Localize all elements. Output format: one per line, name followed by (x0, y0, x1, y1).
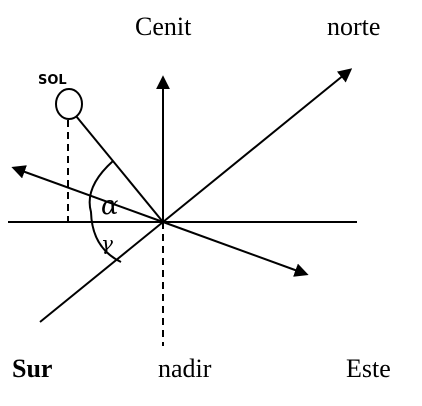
north-south-line (39, 221, 164, 323)
norte-label: norte (327, 12, 381, 41)
nadir-label: nadir (158, 354, 212, 383)
este-label: Este (346, 354, 391, 383)
east-arrow (162, 221, 309, 277)
cenit-label: Cenit (135, 12, 192, 41)
sol-label: SOL (38, 73, 67, 88)
sur-label: Sur (12, 354, 53, 383)
north-arrow (162, 68, 353, 223)
sun-circle (55, 88, 83, 120)
alpha-label: α (101, 191, 119, 221)
sun-ray (75, 115, 164, 223)
gamma-label: γ (101, 231, 113, 255)
angle-arc (88, 160, 122, 263)
west-arrow (11, 165, 164, 223)
